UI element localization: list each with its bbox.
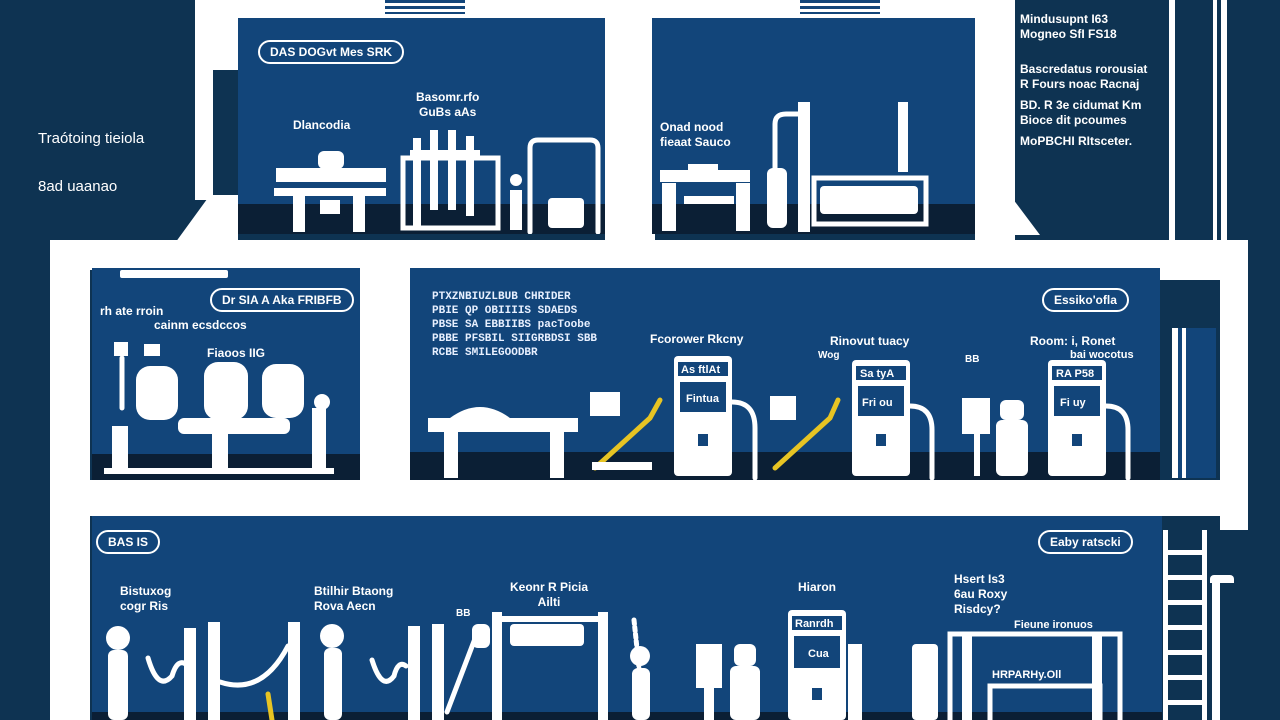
svg-text:HRPARHy.Oll: HRPARHy.Oll: [992, 669, 1061, 681]
room-bottom[interactable]: BAS IS Eaby ratscki Bistuxog cogr Ris Bt…: [92, 516, 1162, 720]
room-label-pill[interactable]: Essiko'ofla: [1042, 288, 1129, 312]
equipment-label: Hsert Is3 6au Roxy Risdcy?: [954, 572, 1008, 616]
equipment-pullup-frame: [492, 612, 650, 720]
equipment-label: Basomr.rfo GuBs aAs: [416, 90, 480, 119]
equipment-label: Fieune ironuos: [1014, 619, 1093, 631]
equipment-label: Btilhir Btaong Rova Aecn: [314, 584, 394, 613]
right-stripes: [1165, 0, 1230, 240]
svg-text:As ftlAt: As ftlAt: [681, 364, 720, 376]
corridor-wall: [605, 0, 655, 260]
equipment-bench-press: [274, 151, 386, 232]
side-title-line2: 8ad uaanao: [38, 178, 118, 195]
corridor-wall: [50, 240, 1245, 270]
station-subtitle: bai wocotus: [1070, 349, 1134, 361]
right-stripes: [1172, 328, 1216, 478]
svg-text:Fi uy: Fi uy: [1060, 397, 1087, 409]
room-label-pill[interactable]: Eaby ratscki: [1038, 530, 1133, 554]
note-item: Mindusupnt I63 Mogneo SfI FS18: [1020, 12, 1117, 41]
side-title: Traótoing tieiola 8ad uaanao: [38, 103, 144, 199]
svg-text:Cua: Cua: [808, 648, 830, 660]
svg-text:Sa tyA: Sa tyA: [860, 368, 894, 380]
equipment-station-kiosk-3: RA P58 Fi uy: [1048, 360, 1131, 480]
corridor-wall: [1220, 240, 1248, 530]
room-floor: [92, 712, 1162, 720]
room-middle-right[interactable]: PTXZNBIUZLBUB CHRIDER PBIE QP OBIIIIS SD…: [410, 268, 1160, 480]
small-mark: BB: [965, 354, 980, 365]
svg-text:Fri ou: Fri ou: [862, 397, 893, 409]
equipment-station-kiosk-1: As ftlAt Fintua: [674, 356, 841, 480]
svg-text:RA P58: RA P58: [1056, 368, 1094, 380]
equipment-cable-posts: [106, 622, 490, 720]
station-title: Fcorower Rkcny: [650, 332, 744, 346]
station-title: Room: i, Ronet: [1030, 334, 1116, 348]
note-item: Bascredatus rorousiat R Fours noac Racna…: [1020, 62, 1148, 91]
equipment-label: Bistuxog cogr Ris: [120, 584, 172, 613]
note-item: MoPBCHI RItsceter.: [1020, 134, 1133, 148]
equipment-label: Fiaoos IIG: [207, 346, 266, 360]
svg-text:Fintua: Fintua: [686, 393, 720, 405]
station-subtitle: Wog: [818, 350, 840, 361]
equipment-label: Onad nood fieaat Sauco: [660, 120, 731, 149]
equipment-leg-press-chairs: [104, 342, 334, 474]
pipe: [1212, 578, 1220, 720]
doorway-stripes: [385, 0, 465, 14]
room-info-block: PTXZNBIUZLBUB CHRIDER PBIE QP OBIIIIS SD…: [432, 291, 598, 359]
equipment-label: rh ate rroin: [100, 304, 164, 318]
equipment-rack: HRPARHy.Oll: [947, 631, 1123, 720]
corridor-wall: [360, 250, 410, 510]
equipment-kiosk-bottom: Ranrdh Cua: [696, 610, 938, 720]
equipment-squat-rack: [527, 137, 601, 234]
corridor-wall: [195, 0, 213, 200]
equipment-label: Keonr R Picia Ailti: [510, 580, 589, 609]
equipment-row-machine: [660, 164, 750, 231]
equipment-label: cainm ecsdccos: [154, 318, 247, 332]
pipe: [1210, 575, 1234, 583]
notes-column: Mindusupnt I63 Mogneo SfI FS18 Bascredat…: [1020, 12, 1170, 155]
station-title: Rinovut tuacy: [830, 334, 910, 348]
room-label-pill[interactable]: Dr SIA A Aka FRIBFB: [210, 288, 354, 312]
side-title-line1: Traótoing tieiola: [38, 130, 145, 147]
doorway-stripes: [800, 0, 880, 14]
equipment-cable-machine: [400, 130, 522, 231]
svg-text:Ranrdh: Ranrdh: [795, 618, 834, 630]
equipment-label: Hiaron: [798, 580, 837, 594]
equipment-lat-pulldown: [767, 102, 929, 232]
room-top-left[interactable]: DAS DOGvt Mes SRK Dlancodia Basomr.rfo G…: [238, 18, 605, 234]
equipment-station-kiosk-2: Sa tyA Fri ou: [852, 360, 1028, 480]
room-middle-left[interactable]: Dr SIA A Aka FRIBFB rh ate rroin cainm e…: [92, 268, 360, 480]
corridor-wall: [50, 480, 1245, 516]
equipment-bench: [428, 392, 663, 478]
ceiling-light: [120, 270, 228, 278]
room-top-right[interactable]: Onad nood fieaat Sauco: [652, 18, 975, 234]
room-label-pill[interactable]: DAS DOGvt Mes SRK: [258, 40, 405, 64]
corridor-wall: [1160, 240, 1220, 280]
room-label-pill[interactable]: BAS IS: [96, 530, 161, 554]
equipment-label: Dlancodia: [293, 118, 351, 132]
ladder: [1163, 530, 1207, 720]
note-item: BD. R 3e cidumat Km Bioce dit pcoumes: [1020, 98, 1142, 127]
small-mark: BB: [456, 608, 471, 619]
